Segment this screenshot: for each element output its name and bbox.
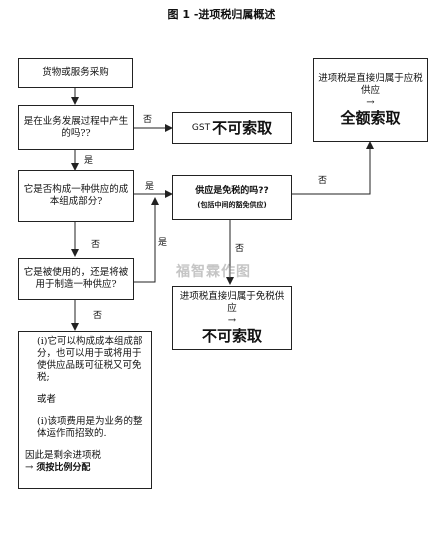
residual-para-2: (i)该项费用是为业务的整体运作而招致的. [37, 416, 143, 439]
label-yes-used: 是 [158, 238, 168, 248]
label-no-used: 否 [93, 311, 103, 321]
box-residual: (i)它可以构成成本组成部分，也可以用于或将用于使供应品既可征税又可免税; 或者… [18, 331, 152, 489]
gst-text: GST [191, 123, 211, 133]
purchase-text: 货物或服务采购 [42, 67, 109, 78]
box-component-question: 它是否构成一种供应的成本组成部分? [18, 170, 134, 222]
exempt-supply-text: 进项税直接归属于免税供应 [179, 291, 285, 314]
box-gst-not-claimable: GST 不可索取 [172, 112, 292, 144]
residual-arrow: → [25, 462, 34, 473]
residual-para-1: (i)它可以构成成本组成部分，也可以用于或将用于使供应品既可征税又可免税; [37, 336, 143, 383]
used-question-text: 它是被使用的，还是将被用于制造一种供应? [23, 267, 129, 290]
label-no-exempt-down: 否 [235, 244, 245, 254]
label-yes-business: 是 [84, 156, 94, 166]
taxable-text: 进项税是直接归属于应税供应 [318, 73, 423, 96]
business-question-text: 是在业务发展过程中产生的吗?? [23, 115, 129, 139]
taxable-arrow: → [366, 97, 375, 108]
residual-or: 或者 [37, 394, 57, 405]
exempt-question-subtext: (包括中间的豁免供应) [197, 201, 267, 209]
label-no-component: 否 [91, 240, 101, 250]
box-exempt-question: 供应是免税的吗?? (包括中间的豁免供应) [172, 175, 292, 220]
component-question-text: 它是否构成一种供应的成本组成部分? [23, 184, 129, 207]
taxable-full-claim-text: 全额索取 [340, 109, 401, 127]
box-exempt-supply: 进项税直接归属于免税供应 → 不可索取 [172, 286, 292, 350]
box-purchase: 货物或服务采购 [18, 58, 133, 88]
residual-conclusion: 因此是剩余进项税 [25, 450, 102, 461]
label-yes-component: 是 [145, 182, 155, 192]
exempt-question-text: 供应是免税的吗?? [195, 186, 269, 196]
box-used-question: 它是被使用的，还是将被用于制造一种供应? [18, 258, 134, 300]
box-business-question: 是在业务发展过程中产生的吗?? [18, 105, 134, 150]
arrow-exempt-to-taxable [292, 141, 374, 195]
gst-not-claimable-text: 不可索取 [212, 119, 273, 137]
exempt-not-claimable-text: 不可索取 [201, 327, 262, 345]
residual-conclusion-row: → 须按比例分配 [25, 462, 145, 474]
watermark: 福智霖作图 [176, 264, 251, 280]
page-title: 图 1 -进项税归属概述 [167, 8, 276, 21]
label-no-exempt: 否 [318, 176, 328, 186]
exempt-supply-arrow: → [227, 315, 237, 326]
label-no-business: 否 [143, 115, 153, 125]
box-taxable-full-claim: 进项税是直接归属于应税供应 → 全额索取 [313, 58, 428, 142]
residual-apportion-text: 须按比例分配 [36, 463, 91, 473]
arrow-used-to-exempt [134, 197, 159, 283]
